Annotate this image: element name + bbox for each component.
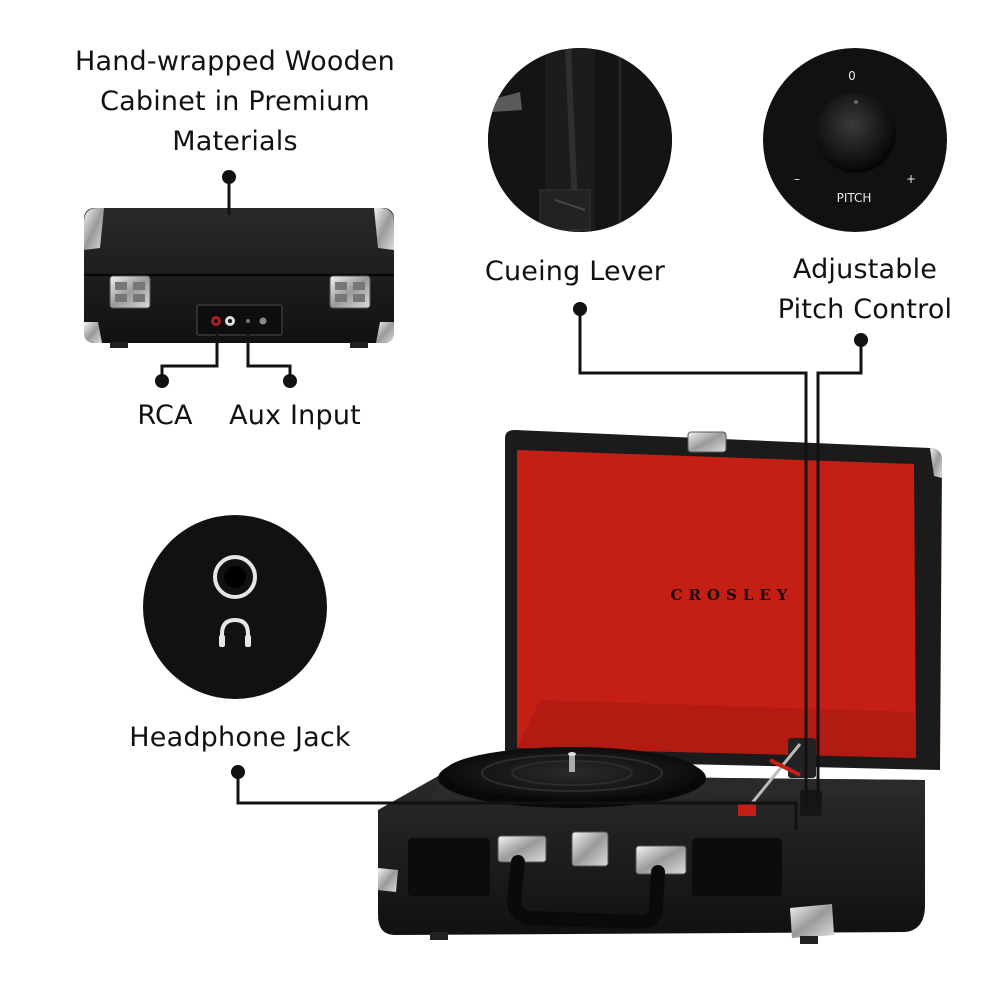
pitch-control-closeup: 0 – + PITCH xyxy=(763,48,947,232)
pitch-plus-mark: + xyxy=(906,172,916,186)
cueing-lever-label: Cueing Lever xyxy=(484,256,666,287)
cabinet-feature-label: Hand-wrapped Wooden Cabinet in Premium M… xyxy=(60,42,410,162)
headphone-jack-label: Headphone Jack xyxy=(129,722,351,753)
lid-latch xyxy=(687,431,727,453)
cabinet-callout-dot xyxy=(222,170,236,184)
rca-callout-dot xyxy=(155,374,169,388)
open-turntable: CROSLEY xyxy=(378,430,942,944)
aux-input-label: Aux Input xyxy=(229,400,361,431)
aux-callout xyxy=(246,330,292,380)
platter xyxy=(438,747,706,808)
pitch-control-label: Adjustable Pitch Control xyxy=(770,250,960,330)
cueing-callout xyxy=(578,310,808,808)
rca-label: RCA xyxy=(137,400,193,431)
aux-callout-dot xyxy=(283,374,297,388)
spindle xyxy=(569,754,575,772)
headphone-callout-dot xyxy=(231,765,245,779)
right-hinge xyxy=(329,275,371,309)
left-hinge xyxy=(109,275,151,309)
cabinet-label-line2: Cabinet in Premium xyxy=(100,86,370,117)
pitch-knob xyxy=(816,93,896,173)
rear-io-panel xyxy=(196,304,283,336)
pitch-label-line1: Adjustable xyxy=(792,254,938,285)
closed-case-rear xyxy=(84,208,394,348)
pitch-zero-mark: 0 xyxy=(848,69,856,83)
pitch-callout xyxy=(816,341,863,808)
tonearm xyxy=(738,738,822,816)
right-speaker xyxy=(692,838,782,896)
headphone-callout xyxy=(236,773,798,830)
cabinet-label-line1: Hand-wrapped Wooden xyxy=(75,46,395,77)
cabinet-label-line3: Materials xyxy=(172,126,298,157)
rca-callout xyxy=(160,330,219,380)
left-speaker xyxy=(408,838,490,896)
headphone-jack-closeup xyxy=(143,515,327,699)
lid-lining xyxy=(517,450,916,758)
pitch-callout-dot xyxy=(854,333,868,347)
lid: CROSLEY xyxy=(505,430,942,770)
cueing-callout-dot xyxy=(573,302,587,316)
cueing-lever-closeup xyxy=(488,48,672,232)
carry-handle xyxy=(506,855,665,930)
pitch-label-line2: Pitch Control xyxy=(777,294,953,325)
center-latch xyxy=(571,831,609,867)
pitch-minus-mark: – xyxy=(794,172,800,186)
headphone-icon xyxy=(219,617,251,647)
brand-logo: CROSLEY xyxy=(671,586,794,604)
pitch-caption: PITCH xyxy=(837,191,872,205)
